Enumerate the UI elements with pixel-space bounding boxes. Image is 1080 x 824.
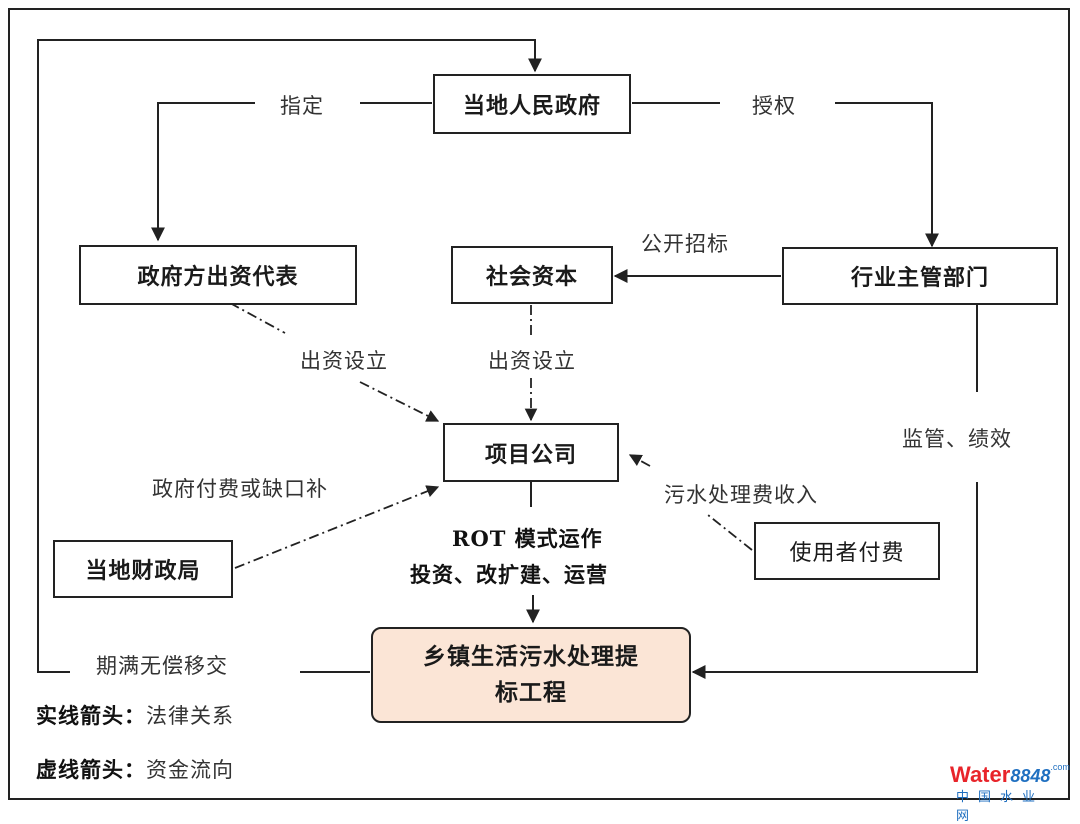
label-public-bidding: 公开招标 bbox=[641, 232, 729, 256]
label-sewage-fee: 污水处理费收入 bbox=[664, 483, 818, 507]
watermark-brand-c: .com bbox=[1050, 762, 1070, 772]
edge-sewage-fee-a bbox=[707, 514, 753, 551]
legend-solid-value: 法律关系 bbox=[146, 704, 234, 728]
watermark-brand-a: Water bbox=[950, 762, 1011, 787]
label-authorize: 授权 bbox=[752, 94, 796, 118]
node-target-project: 乡镇生活污水处理提标工程 bbox=[371, 627, 691, 723]
node-gov-investor: 政府方出资代表 bbox=[79, 245, 357, 305]
node-social-capital: 社会资本 bbox=[451, 246, 613, 304]
label-transfer: 期满无偿移交 bbox=[96, 654, 228, 678]
legend-solid: 实线箭头：法律关系 bbox=[36, 700, 234, 730]
node-project-company: 项目公司 bbox=[443, 423, 619, 482]
edge-transfer bbox=[37, 39, 535, 673]
legend-solid-key: 实线箭头： bbox=[36, 703, 146, 728]
watermark-brand-b: 8848 bbox=[1010, 766, 1051, 786]
watermark-brand-cn: 中国水业网 bbox=[956, 790, 1045, 824]
node-industry-department: 行业主管部门 bbox=[782, 247, 1058, 305]
edge-supervision bbox=[693, 305, 978, 672]
edge-invest-left-b bbox=[359, 381, 440, 422]
node-finance-bureau: 当地财政局 bbox=[53, 540, 233, 598]
edge-authorize bbox=[632, 102, 932, 246]
legend-dashed: 虚线箭头：资金流向 bbox=[36, 754, 234, 784]
node-user-payment: 使用者付费 bbox=[754, 522, 940, 580]
edge-designate bbox=[158, 102, 432, 240]
label-supervision: 监管、绩效 bbox=[902, 427, 1012, 451]
legend-dashed-value: 资金流向 bbox=[146, 758, 234, 782]
label-invest-mid: 出资设立 bbox=[488, 349, 576, 373]
diagram-frame bbox=[8, 8, 1070, 800]
edge-invest-left-a bbox=[229, 302, 286, 334]
watermark-logo: Water8848.com 中国水业网 bbox=[950, 762, 1070, 824]
label-rot-activities: 投资、改扩建、运营 bbox=[410, 562, 608, 587]
legend-dashed-key: 虚线箭头： bbox=[36, 757, 146, 782]
node-local-government: 当地人民政府 bbox=[433, 74, 631, 134]
label-rot-mode: ROT 模式运作 bbox=[452, 526, 603, 551]
edge-sewage-fee-b bbox=[628, 454, 651, 467]
edge-gov-payment bbox=[234, 485, 440, 569]
label-designate: 指定 bbox=[280, 94, 324, 118]
label-gov-payment: 政府付费或缺口补 bbox=[152, 477, 328, 501]
label-invest-left: 出资设立 bbox=[300, 349, 388, 373]
